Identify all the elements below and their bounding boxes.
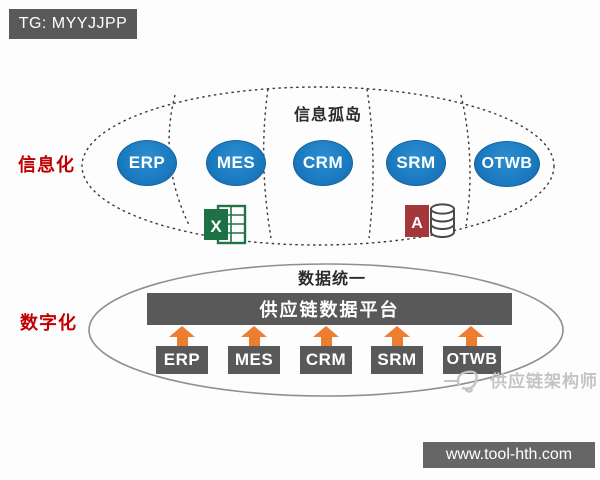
up-arrow-otwb	[458, 326, 484, 346]
up-arrow-erp	[169, 326, 195, 346]
up-arrow-crm	[313, 326, 339, 346]
bubble-crm: CRM	[293, 140, 353, 186]
access-letter: A	[411, 215, 423, 232]
platform-bar: 供应链数据平台	[147, 293, 512, 325]
unified-title: 数据统一	[298, 271, 367, 288]
tg-badge: TG: MYYJJPP	[9, 9, 137, 39]
up-arrow-mes	[241, 326, 267, 346]
label-informatization: 信息化	[18, 155, 75, 175]
bubble-mes: MES	[206, 140, 266, 186]
excel-icon: X	[204, 204, 247, 245]
pen-swirl-icon	[444, 370, 478, 393]
bubble-erp: ERP	[117, 140, 177, 186]
label-digitalization: 数字化	[20, 313, 77, 333]
url-badge: www.tool-hth.com	[423, 442, 595, 468]
up-arrow-srm	[384, 326, 410, 346]
access-icon: A	[405, 203, 455, 238]
system-box-mes: MES	[228, 346, 280, 374]
system-box-srm: SRM	[371, 346, 423, 374]
watermark: 供应链架构师	[444, 364, 598, 394]
system-box-erp: ERP	[156, 346, 208, 374]
bubble-otwb: OTWB	[474, 141, 540, 187]
bubble-srm: SRM	[386, 140, 446, 186]
island-divider-4	[460, 94, 471, 227]
islands-title: 信息孤岛	[294, 107, 363, 124]
island-divider-3	[366, 88, 374, 239]
system-box-otwb: OTWB	[443, 346, 501, 374]
system-box-crm: CRM	[300, 346, 352, 374]
excel-letter: X	[210, 217, 222, 236]
watermark-text: 供应链架构师	[490, 371, 598, 391]
